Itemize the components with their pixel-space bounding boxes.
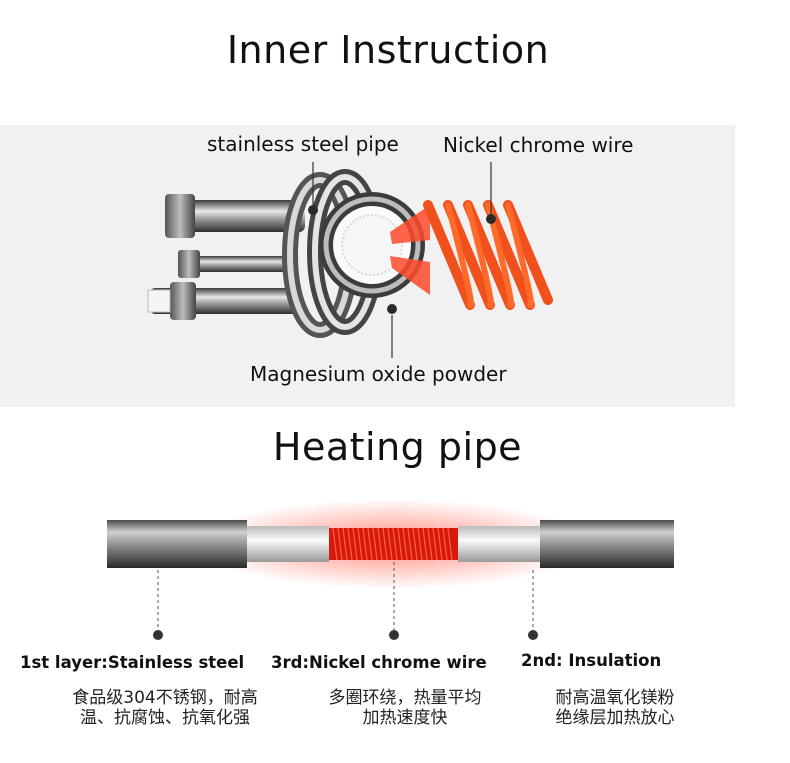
heating-pipe-diagram bbox=[107, 499, 674, 640]
label-nickel-chrome-wire: Nickel chrome wire bbox=[443, 133, 634, 157]
leader-dot-layer2 bbox=[528, 630, 538, 640]
layer-2-desc-line1: 耐高温氧化镁粉 bbox=[555, 688, 675, 708]
layer-3-title: 3rd:Nickel chrome wire bbox=[271, 653, 487, 672]
leader-dot-layer3 bbox=[389, 630, 399, 640]
label-stainless-steel-pipe: stainless steel pipe bbox=[207, 132, 399, 156]
layer-1-desc-line2: 温、抗腐蚀、抗氧化强 bbox=[80, 708, 250, 728]
outer-steel-left bbox=[107, 520, 247, 568]
label-magnesium-oxide-powder: Magnesium oxide powder bbox=[250, 362, 507, 386]
leader-dot-layer1 bbox=[153, 630, 163, 640]
layer-1-desc-line1: 食品级304不锈钢，耐高 bbox=[72, 688, 258, 708]
powder-fill bbox=[341, 214, 403, 276]
heating-element-illustration bbox=[147, 162, 553, 358]
layer-3-desc-line1: 多圈环绕，热量平均 bbox=[328, 688, 482, 708]
tube-middle bbox=[178, 256, 298, 272]
tube-upper bbox=[165, 200, 305, 232]
page-title: Inner Instruction bbox=[226, 28, 550, 72]
layer-1-description: 食品级304不锈钢，耐高 温、抗腐蚀、抗氧化强 bbox=[55, 688, 275, 728]
layer-3-description: 多圈环绕，热量平均 加热速度快 bbox=[305, 688, 505, 728]
layer-2-description: 耐高温氧化镁粉 绝缘层加热放心 bbox=[530, 688, 700, 728]
layer-2-desc-line2: 绝缘层加热放心 bbox=[555, 708, 675, 728]
insulation-right bbox=[458, 526, 540, 562]
outer-steel-right bbox=[540, 520, 674, 568]
layer-2-title: 2nd: Insulation bbox=[521, 651, 662, 670]
layer-1-title: 1st layer:Stainless steel bbox=[20, 653, 245, 672]
insulation-left bbox=[247, 526, 329, 562]
layer-3-desc-line2: 加热速度快 bbox=[362, 708, 448, 728]
section-title: Heating pipe bbox=[272, 425, 523, 469]
